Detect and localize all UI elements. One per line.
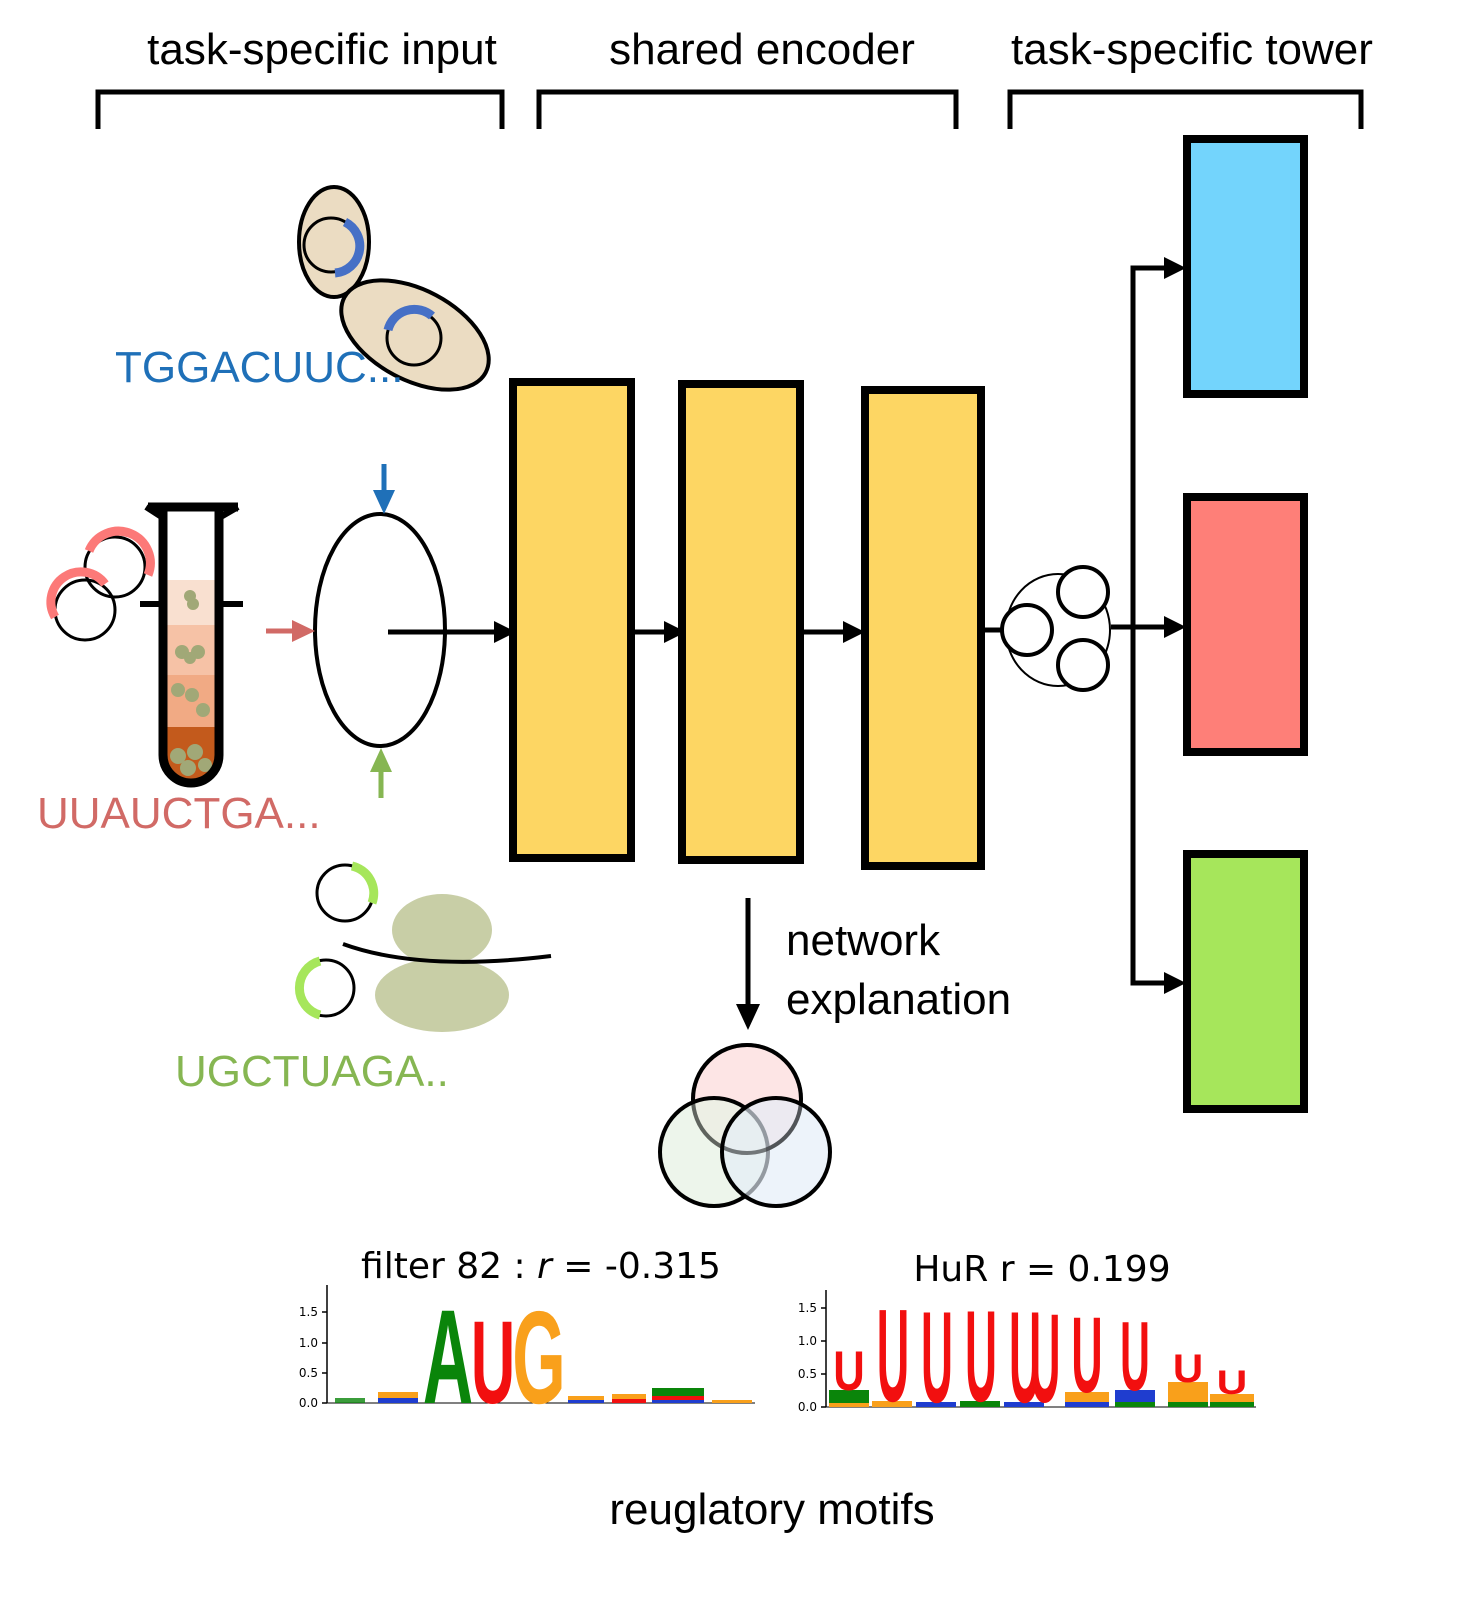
logo-letter-a: A — [423, 1281, 473, 1432]
tower-blue — [1183, 135, 1308, 398]
hur-logo-ticks: 0.0 0.5 1.0 1.5 — [798, 1301, 826, 1414]
encoder-arrows — [388, 621, 865, 643]
filter-logo: 0.0 0.5 1.0 1.5 A U G — [299, 1281, 755, 1432]
tower-red — [1183, 493, 1308, 756]
sequence-ribosome: UGCTUAGA.. — [175, 1047, 449, 1096]
tick-label: 0.5 — [798, 1367, 817, 1381]
logo-letter-u: U — [1217, 1364, 1248, 1402]
logo-letter-u: U — [1120, 1301, 1150, 1411]
ribosome-icon — [294, 861, 552, 1032]
header-task-specific-input: task-specific input — [147, 25, 497, 74]
header-shared-encoder: shared encoder — [609, 25, 915, 74]
logo-letter-u: U — [471, 1296, 515, 1428]
bracket-encoder — [536, 89, 959, 129]
filter-logo-background — [335, 1388, 752, 1403]
plasmid-icon — [46, 526, 155, 642]
tick-label: 0.5 — [299, 1366, 318, 1380]
explanation-line-1: network — [786, 916, 941, 965]
tick-label: 1.0 — [798, 1334, 817, 1348]
hur-logo: 0.0 0.5 1.0 1.5 U U U U U — [798, 1282, 1256, 1430]
explanation-line-2: explanation — [786, 975, 1011, 1024]
encoder-layer-1 — [509, 378, 635, 862]
tick-label: 1.0 — [299, 1336, 318, 1350]
hur-motif-title: HuR r = 0.199 — [913, 1249, 1170, 1290]
logo-letter-u: U — [921, 1284, 953, 1430]
tower-routing — [981, 257, 1186, 994]
sequence-yeast: TGGACUUC... — [115, 343, 403, 392]
logo-letter-u: U — [1071, 1296, 1102, 1415]
logo-letter-u: U — [877, 1282, 909, 1429]
tick-label: 0.0 — [798, 1400, 817, 1414]
venn-icon — [658, 1043, 832, 1208]
yeast-cell-icon — [297, 185, 491, 392]
tick-label: 0.0 — [299, 1396, 318, 1410]
logo-letter-u: U — [1030, 1288, 1061, 1429]
bracket-input — [95, 89, 505, 129]
test-tube-icon — [140, 502, 243, 788]
logo-letter-u: U — [965, 1283, 997, 1429]
filter-motif-title: filter 82 : r = -0.315 — [361, 1246, 721, 1287]
tick-label: 1.5 — [299, 1305, 318, 1319]
input-arrows — [266, 464, 395, 798]
section-brackets — [95, 89, 1364, 129]
sequence-tube: UUAUCTGA... — [37, 789, 321, 838]
encoder-layer-3 — [861, 386, 985, 870]
header-task-specific-tower: task-specific tower — [1011, 25, 1373, 74]
logo-letter-u: U — [1009, 1284, 1041, 1430]
logo-letter-g: G — [512, 1285, 565, 1432]
tower-green — [1183, 850, 1308, 1113]
encoder-layer-2 — [678, 380, 804, 864]
bracket-tower — [1007, 89, 1364, 129]
tick-label: 1.5 — [798, 1301, 817, 1315]
hur-logo-letters: U U U U U U U U U U — [833, 1282, 1247, 1430]
hur-logo-background — [829, 1382, 1254, 1407]
filter-logo-ticks: 0.0 0.5 1.0 1.5 — [299, 1305, 327, 1410]
motifs-caption: reuglatory motifs — [609, 1485, 934, 1534]
logo-letter-u: U — [833, 1340, 865, 1402]
logo-letter-u: U — [1173, 1346, 1203, 1391]
